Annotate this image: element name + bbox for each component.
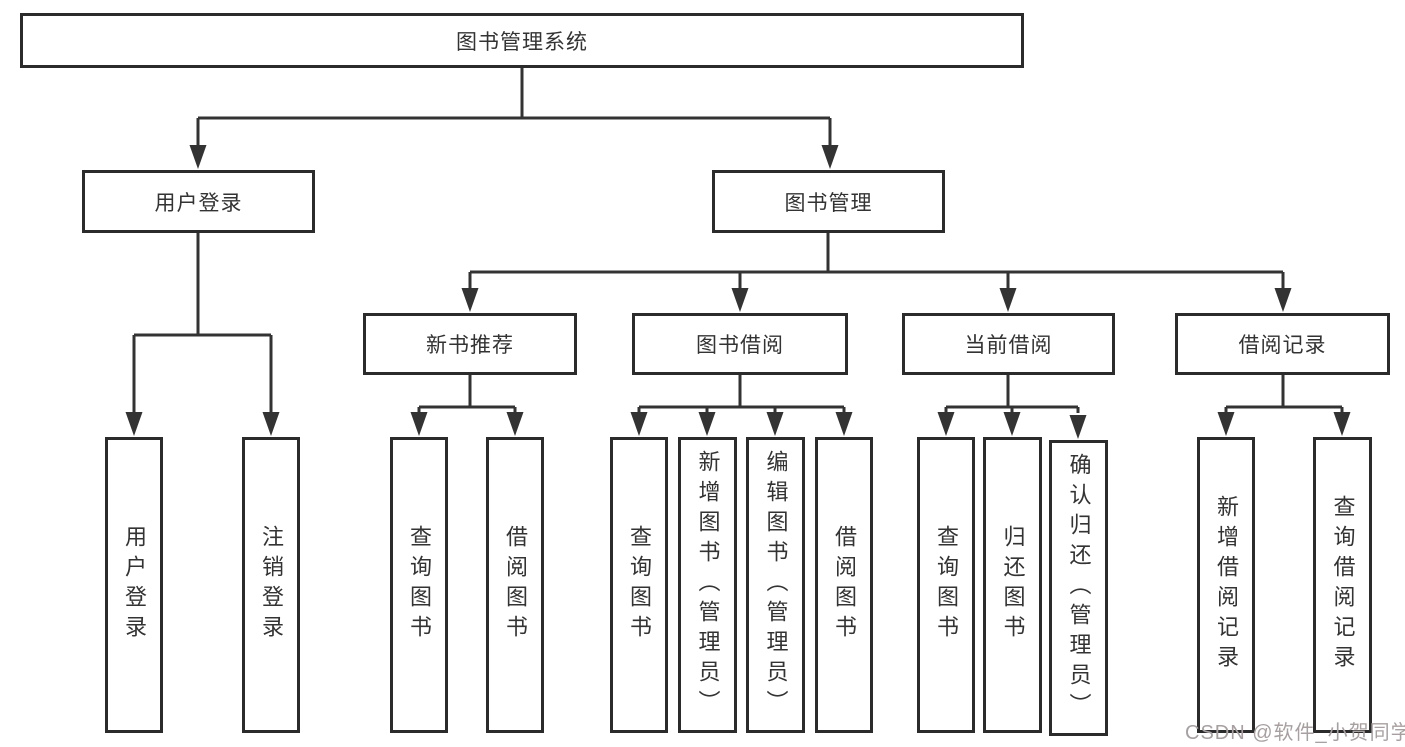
leaf-user-login: 用户登录 bbox=[105, 437, 163, 733]
connector-bookborrow-to-leaves bbox=[637, 375, 846, 413]
node-current-borrow: 当前借阅 bbox=[902, 313, 1115, 375]
node-new-book-recommend: 新书推荐 bbox=[363, 313, 577, 375]
connector-bookmgmt-to-level3 bbox=[468, 233, 1285, 289]
leaf-confirm-return-admin: 确认归还（管理员） bbox=[1049, 440, 1108, 736]
node-book-borrow: 图书借阅 bbox=[632, 313, 848, 375]
node-user-login: 用户登录 bbox=[82, 170, 315, 233]
leaf-edit-books-admin: 编辑图书（管理员） bbox=[746, 437, 805, 733]
connector-userlogin-to-leaves bbox=[132, 233, 273, 413]
node-book-management: 图书管理 bbox=[712, 170, 945, 233]
connector-newbook-to-leaves bbox=[417, 375, 517, 413]
leaf-borrow-books: 借阅图书 bbox=[815, 437, 873, 733]
leaf-logout: 注销登录 bbox=[242, 437, 300, 733]
leaf-query-books-current: 查询图书 bbox=[917, 437, 975, 733]
arrowheads bbox=[125, 145, 1351, 439]
connector-records-to-leaves bbox=[1224, 375, 1344, 413]
node-borrow-records: 借阅记录 bbox=[1175, 313, 1390, 375]
leaf-query-borrow-record: 查询借阅记录 bbox=[1313, 437, 1372, 733]
leaf-query-books-borrow: 查询图书 bbox=[610, 437, 668, 733]
leaf-return-books: 归还图书 bbox=[983, 437, 1042, 733]
leaf-borrow-books-recommend: 借阅图书 bbox=[486, 437, 544, 733]
connector-currentborrow-to-leaves bbox=[944, 375, 1080, 413]
leaf-add-books-admin: 新增图书（管理员） bbox=[678, 437, 737, 733]
leaf-add-borrow-record: 新增借阅记录 bbox=[1197, 437, 1255, 733]
csdn-watermark: CSDN @软件_小贺同学 bbox=[1185, 722, 1405, 744]
connector-root-to-level2 bbox=[196, 68, 832, 146]
node-root-library-system: 图书管理系统 bbox=[20, 13, 1024, 68]
leaf-query-books-recommend: 查询图书 bbox=[390, 437, 448, 733]
